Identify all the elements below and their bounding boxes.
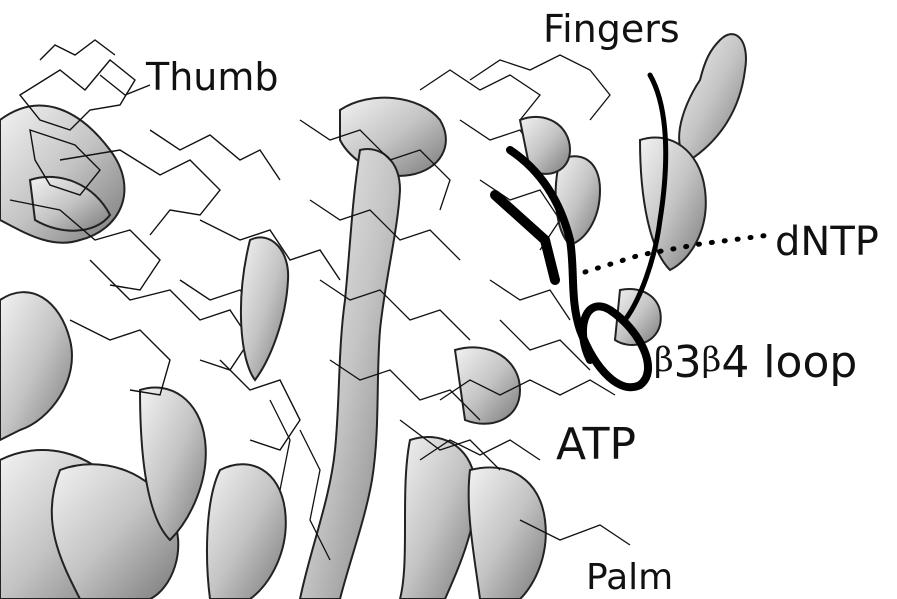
atp-label: ATP xyxy=(556,423,636,467)
beta3-beta4-loop-label: β3β4 loop xyxy=(654,341,857,385)
beta-symbol-2: β xyxy=(702,340,722,380)
palm-label: Palm xyxy=(586,560,673,596)
loop-number-4-text: 4 loop xyxy=(721,337,857,388)
loop-number-3: 3 xyxy=(674,337,702,388)
fingers-domain-ribbons xyxy=(520,34,746,345)
dntp-label: dNTP xyxy=(775,222,879,262)
thumb-domain-ribbons xyxy=(0,106,286,599)
thumb-label: Thumb xyxy=(146,58,279,96)
fingers-label: Fingers xyxy=(543,10,680,48)
beta-symbol-1: β xyxy=(654,340,674,380)
